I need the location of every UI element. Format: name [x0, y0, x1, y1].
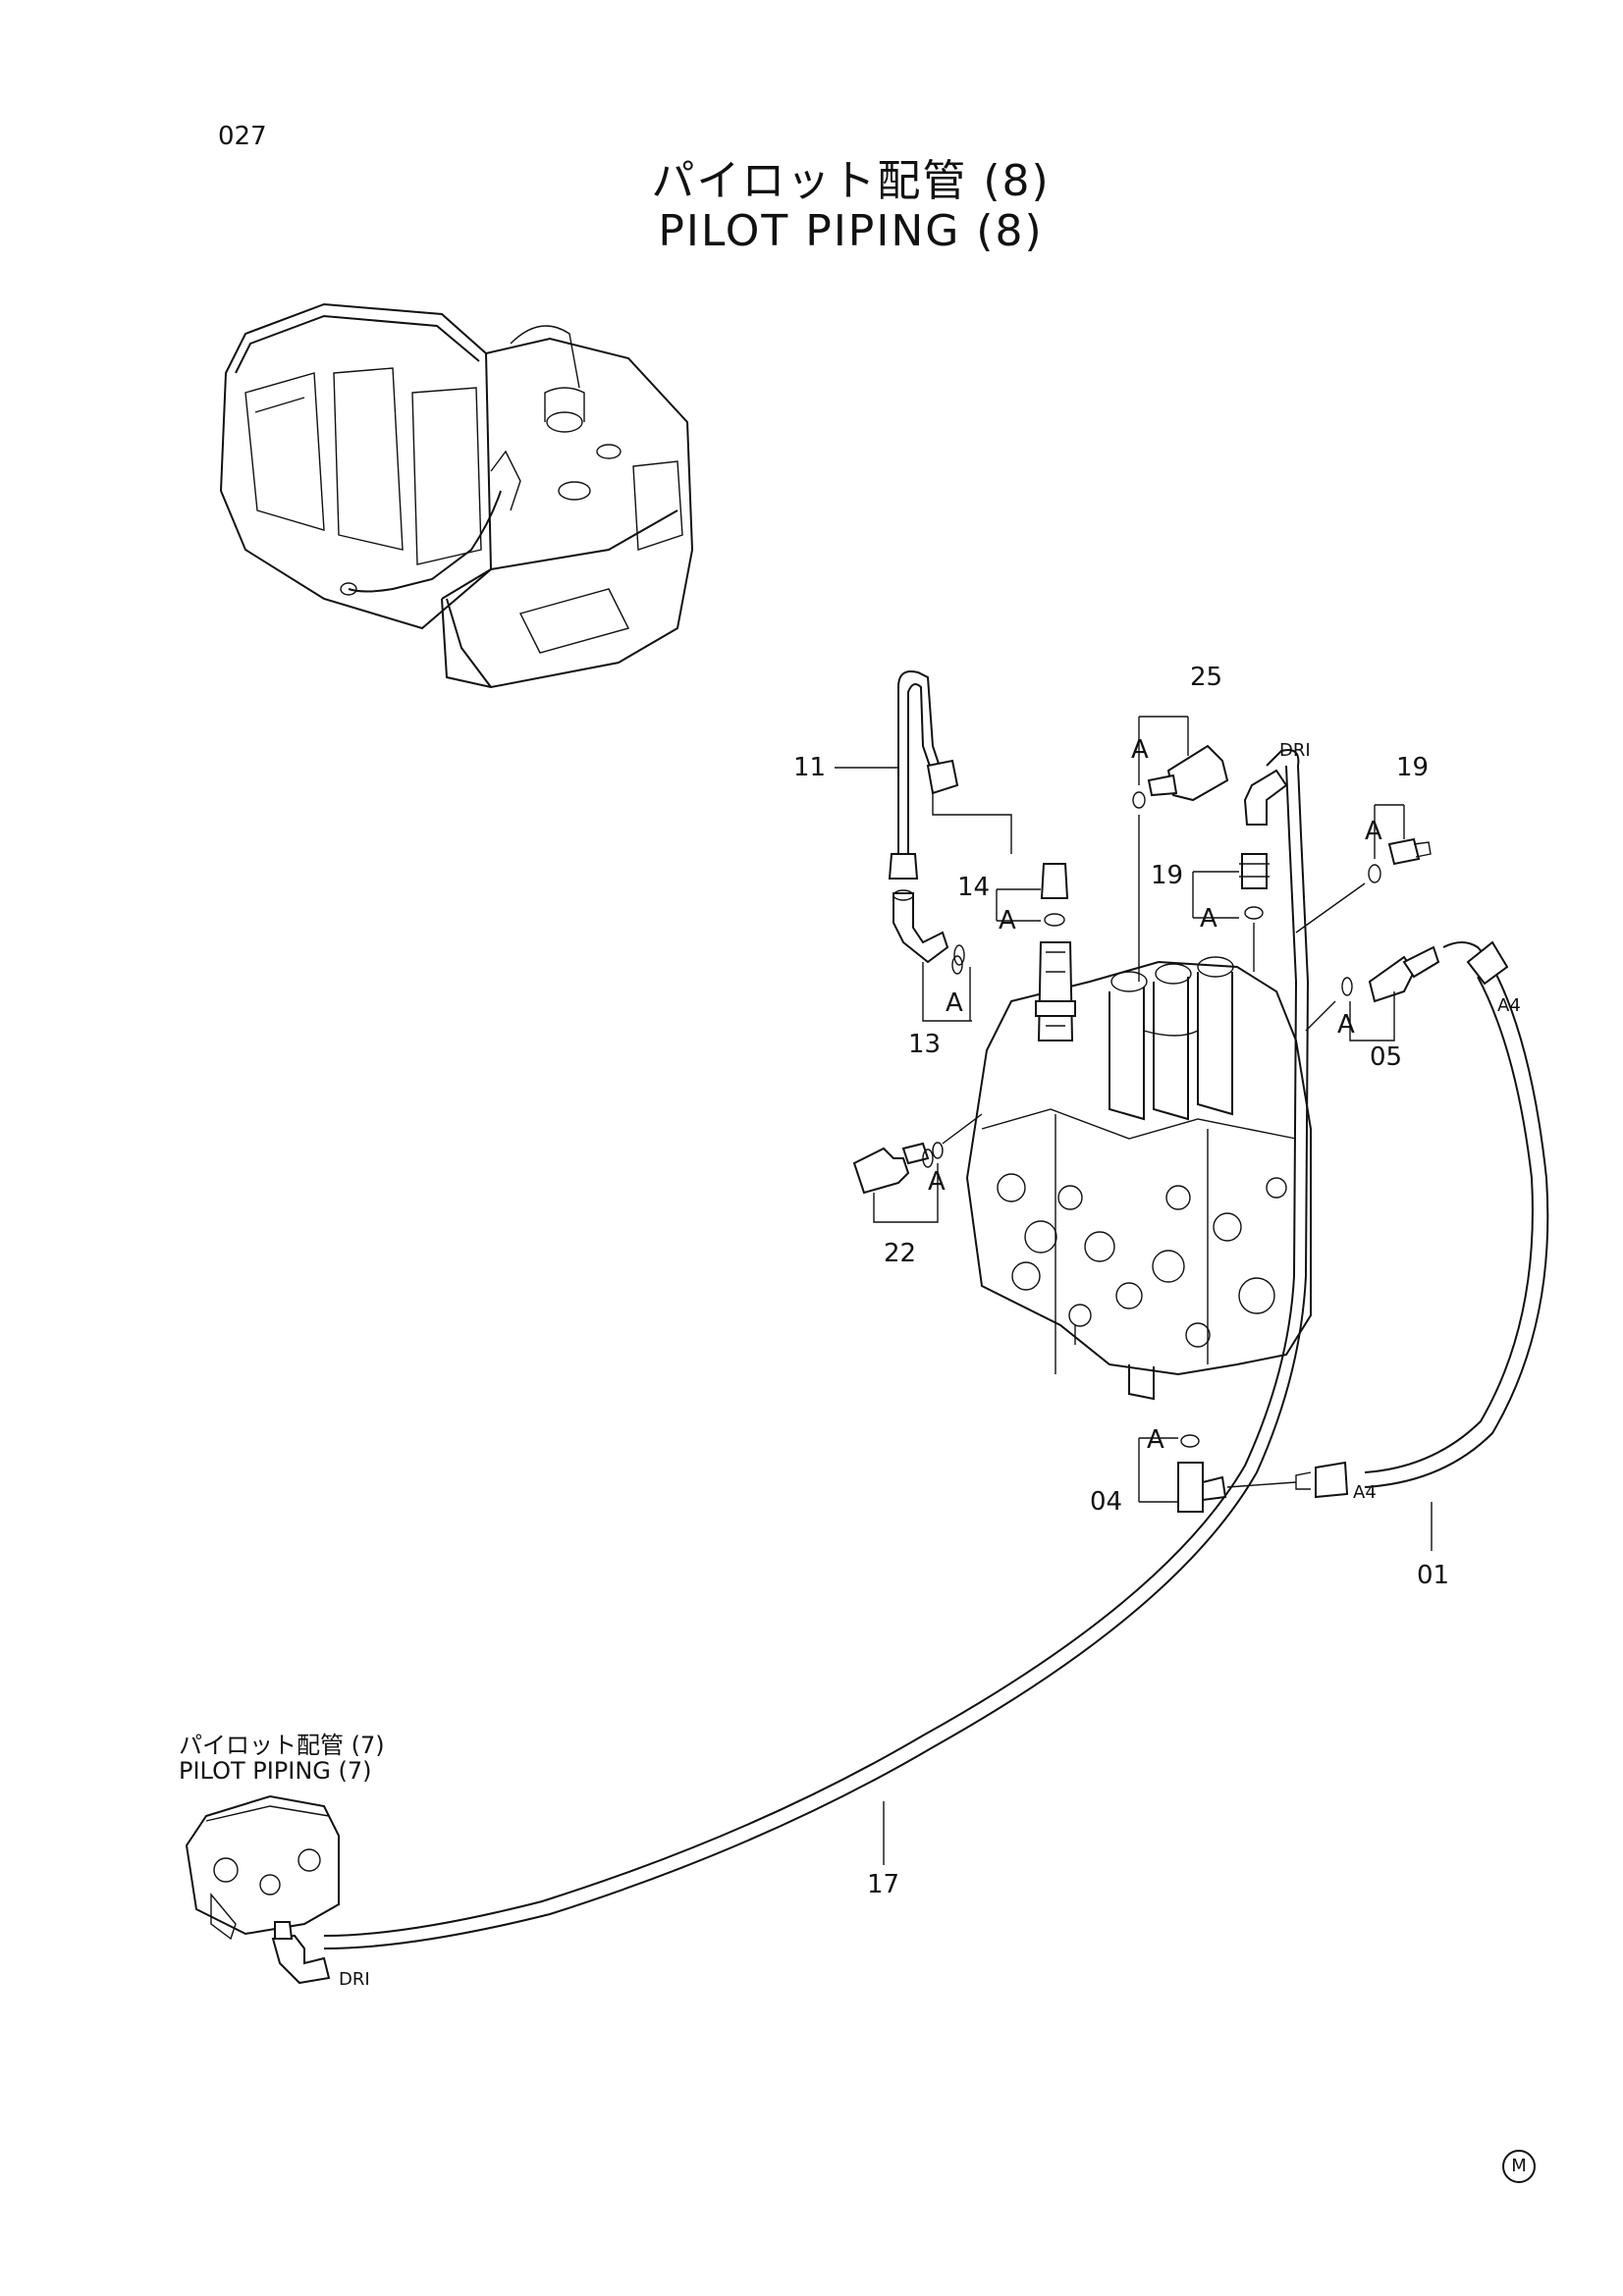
sensor-22: [852, 1113, 983, 1223]
port-label-a-13: A: [946, 988, 963, 1018]
reference-title-japanese: パイロット配管 (7): [179, 1732, 385, 1759]
port-label-a4-lower: A4: [1353, 1482, 1377, 1503]
callout-22: 22: [884, 1239, 916, 1268]
callout-01: 01: [1417, 1561, 1449, 1590]
port-label-a-04: A: [1147, 1425, 1164, 1455]
port-label-a-19-right: A: [1365, 817, 1382, 846]
callout-05: 05: [1370, 1042, 1402, 1072]
pilot-piping-7-block: [185, 1794, 340, 1985]
pipe-11: [835, 670, 1012, 880]
port-label-dri-top: DRI: [1279, 740, 1311, 761]
excavator-overview: [219, 302, 694, 689]
title-japanese: パイロット配管 (8): [651, 156, 1051, 206]
fitting-05: [1305, 945, 1440, 1041]
tube-17: [323, 749, 1310, 1949]
m-mark: M: [1502, 2150, 1536, 2183]
callout-04: 04: [1090, 1487, 1122, 1517]
port-label-a-25: A: [1131, 735, 1149, 765]
port-label-dri-bottom: DRI: [339, 1969, 370, 1990]
callout-19-center: 19: [1151, 861, 1183, 890]
sensor-25: [1132, 716, 1229, 982]
control-valve: [965, 956, 1312, 1401]
fitting-19-center: [1192, 769, 1288, 972]
fitting-19-right: [1295, 804, 1432, 934]
valve-14: [996, 863, 1076, 1041]
page-number: 027: [218, 122, 267, 151]
reference-title-english: PILOT PIPING (7): [179, 1757, 372, 1785]
callout-17: 17: [867, 1870, 899, 1899]
callout-19-right: 19: [1396, 753, 1429, 782]
callout-11: 11: [793, 753, 826, 782]
callout-25: 25: [1190, 663, 1222, 692]
port-label-a4-upper: A4: [1497, 995, 1521, 1016]
fitting-04: [1138, 1434, 1297, 1513]
callout-14: 14: [957, 873, 990, 902]
port-label-a-14: A: [999, 906, 1016, 935]
fitting-13: [893, 889, 972, 1022]
hose-01: [1295, 940, 1549, 1551]
port-label-a-22: A: [928, 1167, 946, 1197]
title-english: PILOT PIPING (8): [658, 206, 1044, 256]
port-label-a-19-center: A: [1200, 904, 1217, 934]
port-label-a-05: A: [1337, 1010, 1355, 1040]
callout-13: 13: [908, 1030, 941, 1059]
